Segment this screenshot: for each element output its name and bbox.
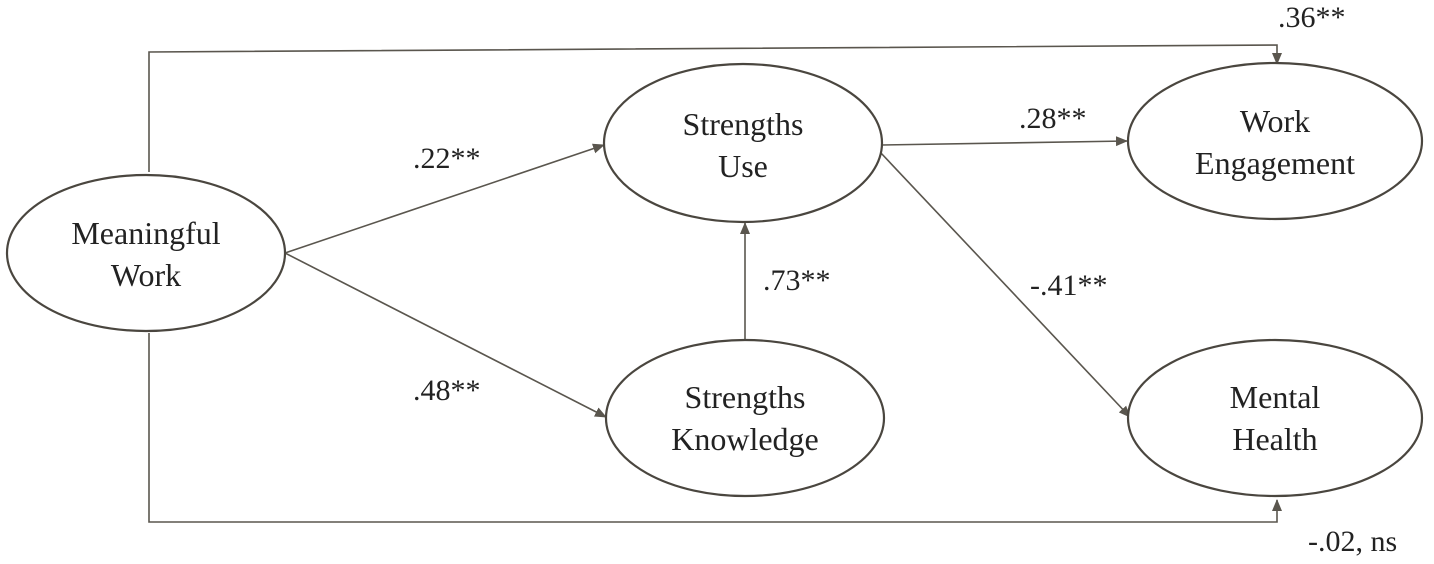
node-strengths-knowledge-label-line1: Strengths (685, 379, 806, 415)
node-strengths-use: Strengths Use (602, 62, 884, 224)
node-mental-health: Mental Health (1126, 338, 1424, 498)
node-mental-health-label-line2: Health (1232, 421, 1317, 457)
coef-meaningful-work-to-mental-health: -.02, ns (1308, 525, 1397, 558)
coef-meaningful-work-to-work-engagement: .36** (1278, 1, 1346, 34)
node-strengths-knowledge-label-line2: Knowledge (671, 421, 819, 457)
node-work-engagement-label-line2: Engagement (1195, 145, 1355, 181)
node-work-engagement-label-line1: Work (1240, 103, 1310, 139)
coef-strengths-use-to-mental-health: -.41** (1030, 269, 1108, 302)
node-meaningful-work-label-line2: Work (111, 257, 181, 293)
edge-meaningful-work-to-work-engagement (148, 44, 1282, 172)
edge-meaningful-work-to-strengths-knowledge (284, 252, 607, 418)
edge-meaningful-work-to-mental-health (148, 333, 1282, 523)
node-strengths-knowledge: Strengths Knowledge (604, 338, 886, 498)
coef-meaningful-work-to-strengths-knowledge: .48** (413, 374, 481, 407)
coef-strengths-use-to-work-engagement: .28** (1019, 102, 1087, 135)
coef-meaningful-work-to-strengths-use: .22** (413, 142, 481, 175)
coef-strengths-knowledge-to-strengths-use: .73** (763, 264, 831, 297)
node-meaningful-work: Meaningful Work (5, 173, 287, 333)
edge-strengths-use-to-mental-health (879, 151, 1131, 418)
node-strengths-use-label-line2: Use (718, 148, 768, 184)
node-meaningful-work-label-line1: Meaningful (71, 215, 220, 251)
node-strengths-use-label-line1: Strengths (683, 106, 804, 142)
edge-strengths-use-to-work-engagement (881, 136, 1128, 147)
node-mental-health-label-line1: Mental (1230, 379, 1321, 415)
edge-meaningful-work-to-strengths-use (284, 143, 605, 254)
node-work-engagement: Work Engagement (1126, 61, 1424, 221)
